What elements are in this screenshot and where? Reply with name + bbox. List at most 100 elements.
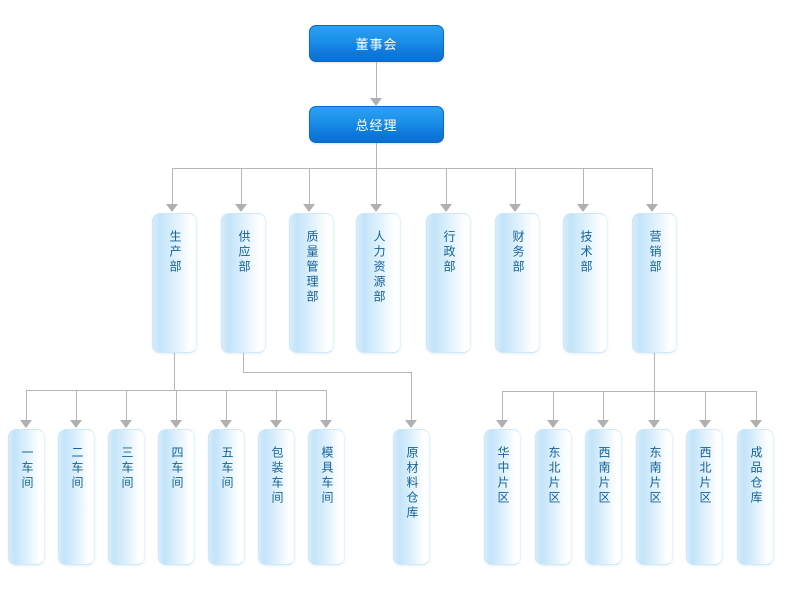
node-finished-goods-warehouse-label: 成品仓库 xyxy=(749,446,763,506)
node-workshop-5-label: 五车间 xyxy=(220,446,234,491)
connector-supply-stem xyxy=(243,353,244,373)
node-workshop-2[interactable]: 二车间 xyxy=(58,429,95,565)
node-region-central-china[interactable]: 华中片区 xyxy=(484,429,521,565)
arrow-region-2 xyxy=(547,420,559,428)
arrow-region-3 xyxy=(597,420,609,428)
arrow-dept-1 xyxy=(166,204,178,212)
node-workshop-1[interactable]: 一车间 xyxy=(8,429,45,565)
arrow-region-6 xyxy=(750,420,762,428)
arrow-workshop-6 xyxy=(270,420,282,428)
arrow-dept-3 xyxy=(303,204,315,212)
node-department-technology-label: 技术部 xyxy=(579,230,593,275)
arrow-workshop-4 xyxy=(170,420,182,428)
connector-drop-dept-7 xyxy=(583,168,584,206)
connector-drop-workshop-2 xyxy=(76,390,77,422)
node-board-of-directors[interactable]: 董事会 xyxy=(309,25,444,62)
connector-region-bus xyxy=(502,391,756,392)
connector-drop-warehouse xyxy=(411,372,412,422)
arrow-workshop-3 xyxy=(120,420,132,428)
node-raw-material-warehouse[interactable]: 原材料仓库 xyxy=(393,429,430,565)
node-region-southeast-label: 东南片区 xyxy=(648,446,662,506)
node-raw-material-warehouse-label: 原材料仓库 xyxy=(405,446,419,521)
node-department-marketing-label: 营销部 xyxy=(648,230,662,275)
node-region-southwest[interactable]: 西南片区 xyxy=(585,429,622,565)
arrow-dept-5 xyxy=(440,204,452,212)
connector-drop-dept-1 xyxy=(172,168,173,206)
arrow-workshop-7 xyxy=(320,420,332,428)
node-workshop-mold[interactable]: 模具车间 xyxy=(308,429,345,565)
arrow-dept-7 xyxy=(577,204,589,212)
arrow-dept-2 xyxy=(235,204,247,212)
arrow-dept-8 xyxy=(646,204,658,212)
node-department-administration[interactable]: 行政部 xyxy=(426,213,471,353)
node-department-finance-label: 财务部 xyxy=(511,230,525,275)
node-workshop-3[interactable]: 三车间 xyxy=(108,429,145,565)
connector-supply-elbow xyxy=(243,372,412,373)
arrow-board-to-gm xyxy=(370,98,382,106)
connector-drop-workshop-4 xyxy=(176,390,177,422)
node-department-administration-label: 行政部 xyxy=(442,230,456,275)
node-workshop-3-label: 三车间 xyxy=(120,446,134,491)
node-region-northeast[interactable]: 东北片区 xyxy=(535,429,572,565)
node-general-manager-label: 总经理 xyxy=(355,118,398,133)
node-department-marketing[interactable]: 营销部 xyxy=(632,213,677,353)
node-region-southeast[interactable]: 东南片区 xyxy=(636,429,673,565)
node-workshop-1-label: 一车间 xyxy=(20,446,34,491)
node-region-central-china-label: 华中片区 xyxy=(496,446,510,506)
arrow-dept-4 xyxy=(370,204,382,212)
connector-drop-dept-4 xyxy=(376,168,377,206)
connector-drop-workshop-1 xyxy=(26,390,27,422)
node-region-northwest-label: 西北片区 xyxy=(698,446,712,506)
connector-drop-region-3 xyxy=(603,391,604,422)
node-general-manager[interactable]: 总经理 xyxy=(309,106,444,143)
node-department-human-resources-label: 人力资源部 xyxy=(372,230,386,305)
connector-drop-region-2 xyxy=(553,391,554,422)
node-department-production[interactable]: 生产部 xyxy=(152,213,197,353)
node-department-quality-label: 质量管理部 xyxy=(305,230,319,305)
node-region-northwest[interactable]: 西北片区 xyxy=(686,429,723,565)
connector-drop-workshop-5 xyxy=(226,390,227,422)
node-department-technology[interactable]: 技术部 xyxy=(563,213,608,353)
node-workshop-packaging[interactable]: 包装车间 xyxy=(258,429,295,565)
node-department-finance[interactable]: 财务部 xyxy=(495,213,540,353)
node-department-supply-label: 供应部 xyxy=(237,230,251,275)
connector-drop-region-1 xyxy=(502,391,503,422)
arrow-region-4 xyxy=(648,420,660,428)
connector-drop-dept-2 xyxy=(241,168,242,206)
node-department-quality[interactable]: 质量管理部 xyxy=(289,213,334,353)
arrow-workshop-2 xyxy=(70,420,82,428)
connector-drop-dept-6 xyxy=(515,168,516,206)
connector-production-stem xyxy=(174,353,175,391)
node-finished-goods-warehouse[interactable]: 成品仓库 xyxy=(737,429,774,565)
node-workshop-4-label: 四车间 xyxy=(170,446,184,491)
connector-department-bus xyxy=(172,168,652,169)
node-workshop-mold-label: 模具车间 xyxy=(320,446,334,506)
node-workshop-4[interactable]: 四车间 xyxy=(158,429,195,565)
node-department-supply[interactable]: 供应部 xyxy=(221,213,266,353)
connector-drop-workshop-6 xyxy=(276,390,277,422)
node-department-production-label: 生产部 xyxy=(168,230,182,275)
connector-board-to-gm xyxy=(376,62,377,98)
node-workshop-packaging-label: 包装车间 xyxy=(270,446,284,506)
arrow-workshop-1 xyxy=(20,420,32,428)
connector-drop-dept-5 xyxy=(446,168,447,206)
connector-drop-dept-8 xyxy=(652,168,653,206)
connector-drop-dept-3 xyxy=(309,168,310,206)
connector-gm-stem xyxy=(376,143,377,169)
connector-marketing-stem xyxy=(654,353,655,392)
node-department-human-resources[interactable]: 人力资源部 xyxy=(356,213,401,353)
node-region-northeast-label: 东北片区 xyxy=(547,446,561,506)
node-region-southwest-label: 西南片区 xyxy=(597,446,611,506)
node-board-of-directors-label: 董事会 xyxy=(355,37,398,52)
connector-drop-workshop-3 xyxy=(126,390,127,422)
arrow-dept-6 xyxy=(509,204,521,212)
connector-drop-region-5 xyxy=(705,391,706,422)
node-workshop-5[interactable]: 五车间 xyxy=(208,429,245,565)
connector-drop-region-4 xyxy=(654,391,655,422)
arrow-region-5 xyxy=(699,420,711,428)
node-workshop-2-label: 二车间 xyxy=(70,446,84,491)
connector-drop-region-6 xyxy=(756,391,757,422)
arrow-region-1 xyxy=(496,420,508,428)
connector-drop-workshop-7 xyxy=(326,390,327,422)
